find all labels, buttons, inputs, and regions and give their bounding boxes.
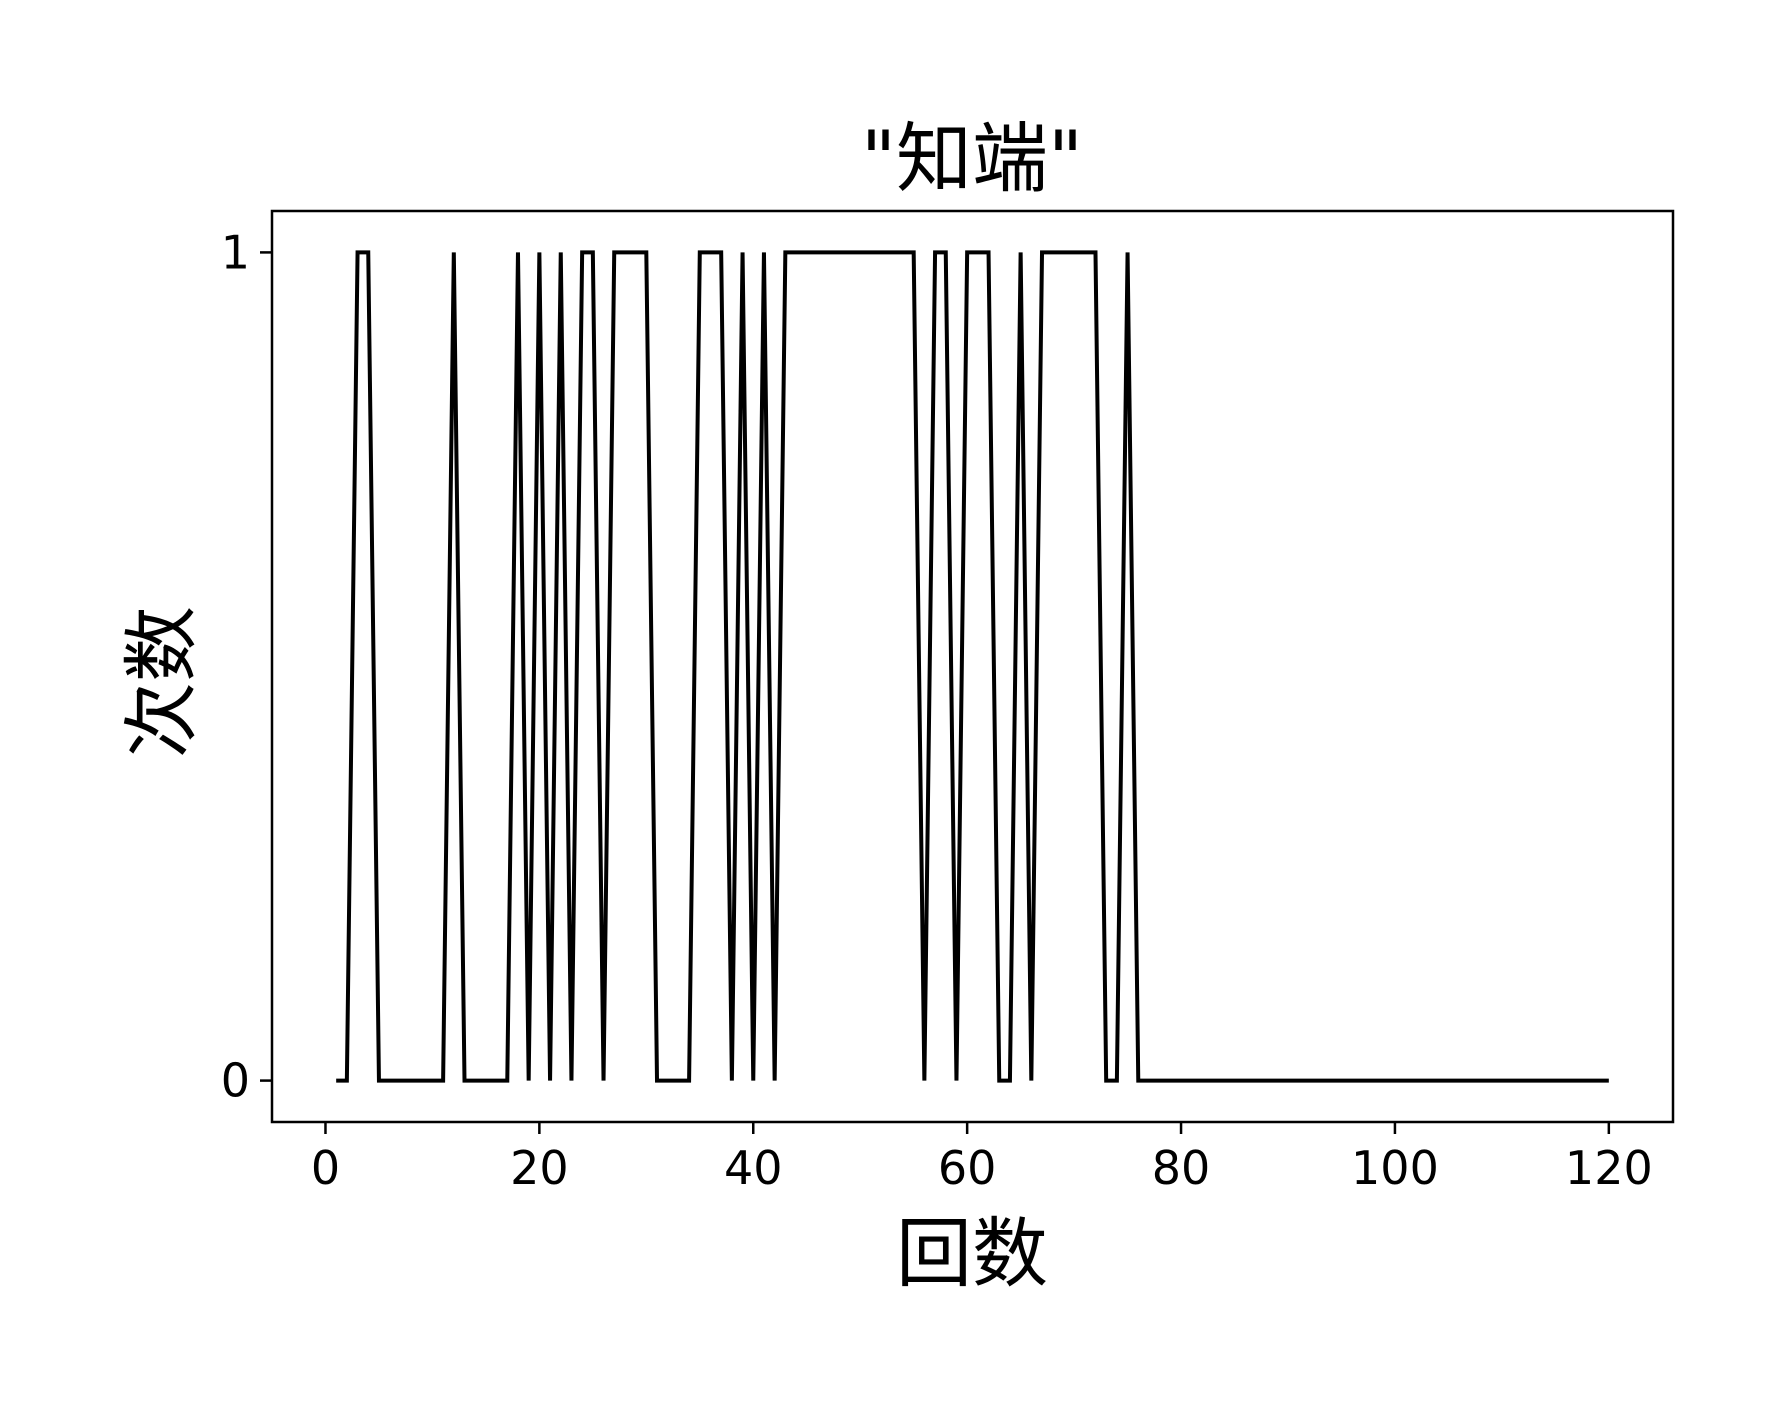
x-axis-label: 回数: [896, 1209, 1048, 1298]
plot-frame: [270, 209, 1675, 1124]
y-axis-label: 次数: [117, 606, 206, 758]
x-tick-label: 0: [311, 1141, 340, 1195]
y-axis-ticks: 01: [221, 225, 272, 1108]
x-tick-label: 80: [1152, 1141, 1211, 1195]
x-tick-label: 40: [724, 1141, 783, 1195]
x-axis-ticks: 0 20 40 60 80 100 120: [311, 1122, 1653, 1195]
x-tick-label: 60: [938, 1141, 997, 1195]
chart-title: "知端": [861, 114, 1083, 203]
x-tick-label: 120: [1565, 1141, 1653, 1195]
plot-area: [336, 250, 1609, 1083]
x-tick-label: 20: [510, 1141, 569, 1195]
x-tick-label: 100: [1351, 1141, 1439, 1195]
series-line: [336, 250, 1609, 1083]
y-tick-label: 1: [221, 225, 250, 279]
y-tick-label: 0: [221, 1054, 250, 1108]
